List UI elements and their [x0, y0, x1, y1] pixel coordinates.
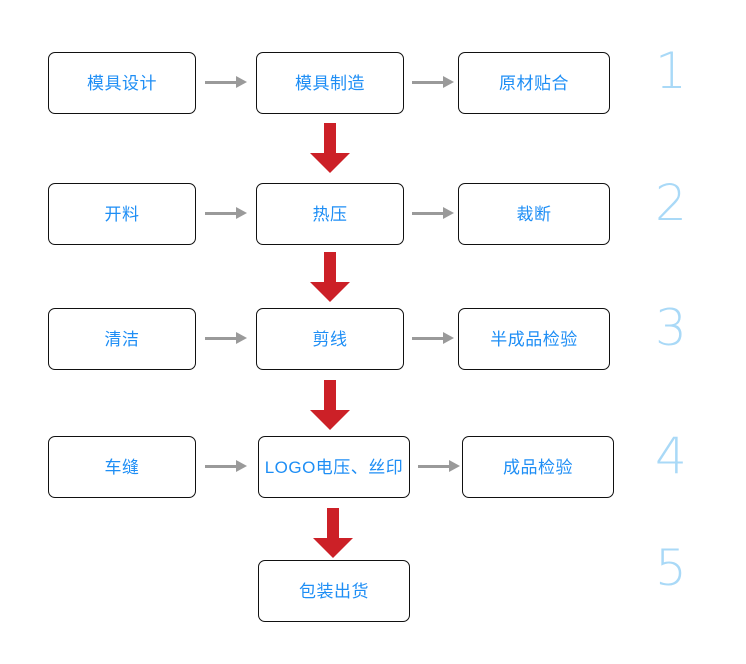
process-node-label: 剪线	[312, 329, 348, 349]
process-node-mold-design[interactable]: 模具设计	[48, 52, 196, 114]
arrow-right-icon	[205, 458, 247, 476]
arrow-head	[236, 460, 247, 472]
arrow-shaft	[327, 508, 339, 540]
arrow-shaft	[324, 123, 336, 155]
arrow-shaft	[418, 465, 449, 468]
stage-number-5: 5	[655, 539, 687, 597]
arrow-head	[310, 282, 350, 302]
arrow-shaft	[205, 81, 236, 84]
process-node-label: 模具制造	[295, 73, 365, 93]
process-node-label: 裁断	[516, 204, 552, 224]
stage-number-4: 4	[655, 427, 687, 485]
arrow-down-icon	[310, 380, 350, 430]
arrow-down-icon	[310, 252, 350, 302]
process-node-label: 车缝	[104, 457, 140, 477]
arrow-head	[236, 332, 247, 344]
arrow-head	[236, 207, 247, 219]
process-node-sewing[interactable]: 车缝	[48, 436, 196, 498]
arrow-shaft	[205, 212, 236, 215]
arrow-head	[310, 153, 350, 173]
process-node-semifinished-inspection[interactable]: 半成品检验	[458, 308, 610, 370]
arrow-head	[443, 207, 454, 219]
process-node-cleaning[interactable]: 清洁	[48, 308, 196, 370]
process-node-final-inspection[interactable]: 成品检验	[462, 436, 614, 498]
process-node-label: 热压	[312, 204, 348, 224]
arrow-shaft	[205, 337, 236, 340]
process-node-label: 成品检验	[503, 457, 573, 477]
arrow-head	[313, 538, 353, 558]
process-node-thread-trim[interactable]: 剪线	[256, 308, 404, 370]
arrow-shaft	[324, 380, 336, 412]
arrow-right-icon	[418, 458, 460, 476]
process-node-label: 原材贴合	[499, 73, 569, 93]
process-node-die-cut[interactable]: 裁断	[458, 183, 610, 245]
arrow-down-icon	[310, 123, 350, 173]
arrow-shaft	[412, 212, 443, 215]
process-node-label: 清洁	[104, 329, 140, 349]
arrow-head	[236, 76, 247, 88]
process-node-label: 半成品检验	[490, 329, 578, 349]
arrow-shaft	[412, 337, 443, 340]
arrow-right-icon	[205, 205, 247, 223]
arrow-head	[310, 410, 350, 430]
process-node-cutting-stock[interactable]: 开料	[48, 183, 196, 245]
process-node-label: 开料	[104, 204, 140, 224]
stage-number-2: 2	[655, 174, 687, 232]
arrow-shaft	[205, 465, 236, 468]
arrow-head	[443, 76, 454, 88]
process-node-hot-press[interactable]: 热压	[256, 183, 404, 245]
arrow-head	[449, 460, 460, 472]
stage-number-3: 3	[655, 299, 687, 357]
process-node-material-lamination[interactable]: 原材贴合	[458, 52, 610, 114]
arrow-down-icon	[313, 508, 353, 558]
arrow-shaft	[324, 252, 336, 284]
arrow-right-icon	[205, 74, 247, 92]
arrow-right-icon	[205, 330, 247, 348]
process-node-mold-manufacture[interactable]: 模具制造	[256, 52, 404, 114]
arrow-right-icon	[412, 330, 454, 348]
stage-number-1: 1	[655, 42, 687, 100]
arrow-right-icon	[412, 205, 454, 223]
process-node-label: 模具设计	[87, 73, 157, 93]
process-node-logo-press-print[interactable]: LOGO电压、丝印	[258, 436, 410, 498]
process-node-label: 包装出货	[299, 581, 369, 601]
arrow-right-icon	[412, 74, 454, 92]
process-node-packing-shipment[interactable]: 包装出货	[258, 560, 410, 622]
arrow-head	[443, 332, 454, 344]
arrow-shaft	[412, 81, 443, 84]
process-node-label: LOGO电压、丝印	[264, 457, 404, 477]
